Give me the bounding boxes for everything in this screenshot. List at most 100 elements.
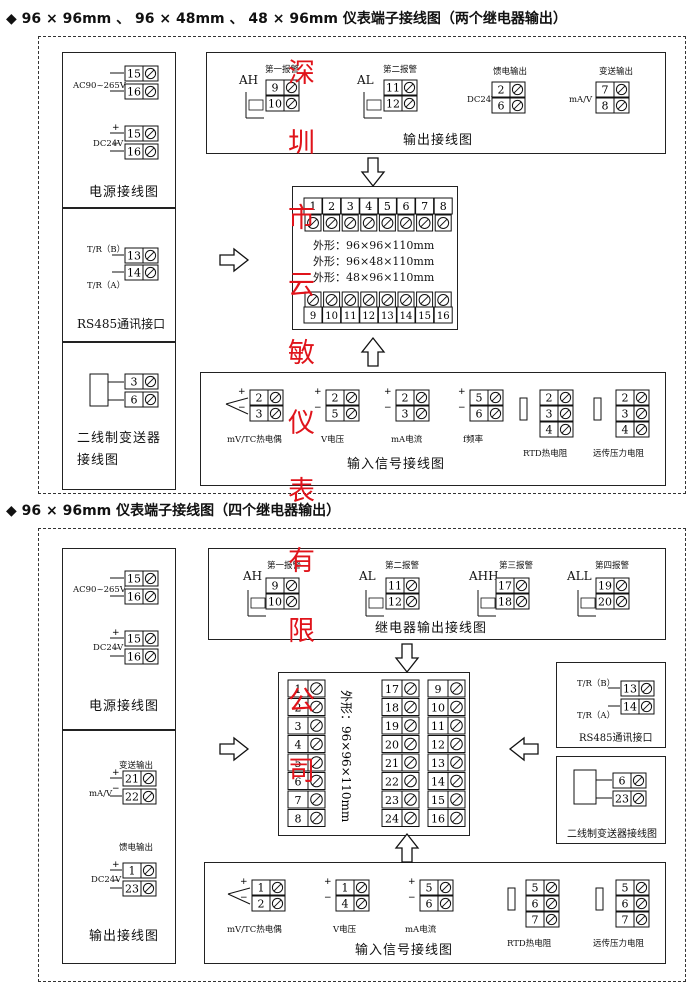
terminal-number: 16 (127, 145, 141, 158)
screw-icon (545, 913, 558, 926)
terminal-number: 20 (598, 595, 612, 608)
terminal-number: 3 (347, 200, 354, 213)
section1-title: ◆ 96 × 96mm 、 96 × 48mm 、 48 × 96mm 仪表端子… (6, 11, 567, 27)
watermark-char: 有 (288, 546, 315, 577)
screw-icon (355, 881, 368, 894)
screw-icon (404, 774, 417, 788)
watermark-char: 圳 (288, 128, 315, 159)
arrow-power-right-2 (219, 736, 250, 762)
terminal-number: 9 (310, 311, 316, 322)
arrow-relay-down (394, 643, 420, 674)
screw-icon (144, 127, 157, 140)
screw-slot (407, 581, 416, 590)
screw-slot (452, 758, 461, 767)
screw-slot (364, 218, 373, 228)
dimension-label: 外形：96×96×110mm (339, 690, 353, 823)
watermark-char: 市 (288, 203, 315, 234)
screw-icon (450, 756, 463, 769)
terminal-number: 6 (498, 99, 505, 112)
ac-label: AC90~265V (73, 81, 126, 91)
screw-icon (285, 595, 298, 608)
terminal-number: 3 (622, 407, 629, 420)
screw-slot (617, 597, 626, 606)
screw-icon (144, 572, 157, 585)
terminal-number: 2 (332, 391, 339, 404)
terminal-number: 8 (295, 812, 302, 825)
terminal-number-cell (396, 197, 416, 215)
screw-icon (615, 595, 628, 608)
rs485-tb-label: T/R（B） (87, 245, 126, 255)
screw-slot (312, 702, 321, 712)
terminal-number: 7 (421, 200, 428, 213)
terminal-number: 2 (498, 83, 505, 96)
input2-label-pressure: 远传压力电阻 (593, 939, 645, 949)
screw-icon (285, 97, 298, 110)
trans-voltage: mA/V (569, 95, 593, 105)
screw-icon (635, 407, 648, 420)
screw-slot (146, 251, 155, 260)
screw-slot (144, 866, 153, 875)
screw-icon (640, 700, 653, 713)
screw-icon (450, 737, 463, 751)
screw-slot (364, 295, 373, 305)
screw-icon (450, 811, 463, 825)
polarity-mark: − (384, 403, 392, 413)
input-label-ma: mA电流 (391, 435, 423, 445)
screw-icon (144, 266, 157, 279)
rs485-ta-label: T/R（A） (87, 281, 126, 291)
screw-icon (489, 407, 502, 420)
screw-slot (642, 702, 651, 711)
terminal-number: 3 (402, 407, 409, 420)
terminal-number: 22 (125, 790, 139, 803)
terminal-number: 15 (127, 127, 141, 140)
two-wire-panel: 二线制变送器 接线图 (62, 342, 176, 490)
transmitter-icon (573, 769, 597, 805)
two-wire-caption-2b: 二线制变送器接线图 (567, 829, 657, 840)
terminal-number-cell (433, 306, 453, 324)
terminal-number: 23 (615, 792, 629, 805)
terminal-number-cell (377, 197, 397, 215)
input-label-v: V电压 (321, 435, 345, 445)
dc-label: DC24V (93, 139, 124, 149)
screw-icon (515, 595, 528, 608)
screw-icon (344, 294, 357, 306)
terminal-number: 7 (532, 913, 539, 926)
screw-slot (347, 393, 356, 402)
screw-slot (327, 218, 336, 228)
terminal-number-cell (415, 306, 435, 324)
polarity-mark: − (458, 403, 466, 413)
screw-icon (310, 719, 323, 732)
screw-slot (383, 218, 392, 228)
feed-voltage: DC24V (467, 95, 498, 105)
polarity-mark: − (112, 644, 120, 654)
input-panel-2: mV/TC热电偶 V电压 mA电流 RTD热电阻 远传压力电阻 输入信号接线图 (204, 862, 666, 964)
terminal-number: 10 (268, 97, 282, 110)
screw-slot (561, 409, 570, 418)
terminal-number: 6 (532, 897, 539, 910)
terminal-number: 23 (125, 882, 139, 895)
trans-label: 变送输出 (599, 67, 634, 77)
screw-slot (491, 393, 500, 402)
screw-slot (401, 295, 411, 305)
screw-slot (439, 218, 448, 228)
screw-slot (146, 268, 155, 277)
screw-icon (439, 881, 452, 894)
terminal-number: 18 (385, 701, 399, 714)
polarity-mark: − (324, 893, 332, 903)
screw-icon (415, 407, 428, 420)
relay-switch-icon (248, 99, 264, 111)
screw-slot (312, 813, 321, 823)
input2-label-v: V电压 (333, 925, 357, 935)
terminal-number-cell (303, 306, 323, 324)
terminal-number: 12 (362, 311, 375, 322)
screw-slot (287, 597, 296, 606)
screw-slot (146, 395, 155, 404)
screw-icon (381, 294, 394, 306)
terminal-number: 2 (622, 391, 629, 404)
terminal-number: 14 (400, 311, 413, 322)
screw-icon (344, 217, 357, 229)
terminal-number: 11 (386, 81, 400, 94)
screw-icon (355, 897, 368, 910)
screw-icon (437, 217, 450, 229)
